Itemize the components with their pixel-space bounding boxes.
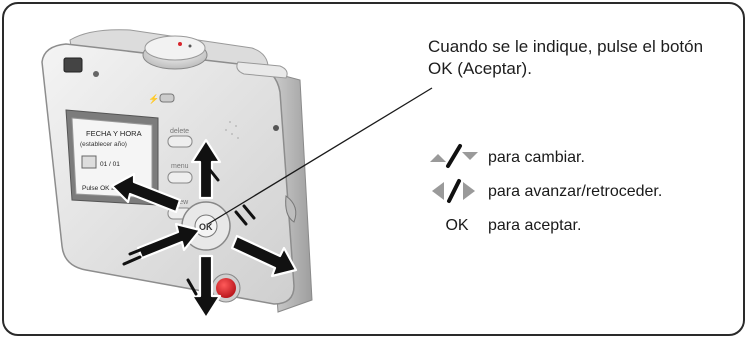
menu-label: menu: [171, 163, 189, 170]
lcd-title: FECHA Y HORA: [86, 129, 142, 138]
ok-button: [194, 214, 218, 238]
lcd-subtitle: (establecer año): [80, 141, 127, 148]
camera-body: [41, 43, 295, 305]
legend-row-accept: OK para aceptar.: [428, 214, 581, 238]
callout-text: Cuando se le indique, pulse el botón OK …: [428, 37, 704, 78]
ok-symbol: OK: [445, 217, 469, 234]
lcd-hint: Pulse OK al finalizar: [82, 185, 141, 192]
down-arrow-icon: [190, 254, 222, 320]
viewfinder: [63, 57, 83, 73]
shutter-button: [216, 278, 236, 298]
svg-text:⚡: ⚡: [148, 93, 159, 105]
delete-label: delete: [170, 128, 189, 135]
left-right-arrows-icon: [432, 179, 475, 203]
right-arrow-icon: [230, 234, 298, 278]
callout-leader-line: [207, 87, 433, 225]
up-down-arrows-icon: [430, 144, 478, 168]
legend-text-navigate: para avanzar/retroceder.: [488, 183, 663, 200]
legend-row-navigate: para avanzar/retroceder.: [428, 180, 662, 204]
delete-button: [167, 135, 193, 148]
legend-text-change: para cambiar.: [488, 149, 585, 166]
legend-row-change: para cambiar.: [428, 146, 585, 170]
left-arrow-icon: [110, 172, 182, 214]
legend-text-accept: para aceptar.: [488, 217, 582, 234]
ok-button-label: OK: [199, 222, 213, 232]
lcd-value: 01 / 01: [100, 161, 120, 168]
dpad-arrows: [110, 138, 298, 320]
up-arrow-icon: [190, 138, 222, 200]
menu-button: [167, 171, 193, 184]
ok-pointer-arrow: [136, 222, 202, 260]
